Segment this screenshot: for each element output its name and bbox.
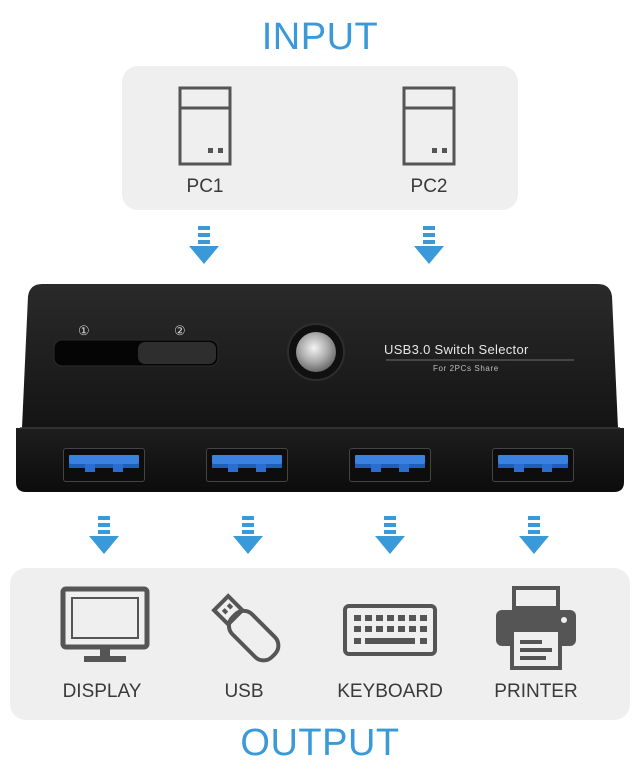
arrow-down-icon [375, 516, 405, 554]
pc-tower-icon [178, 86, 232, 166]
input-heading: INPUT [261, 16, 379, 58]
usb-port [349, 448, 431, 482]
usb-flash-drive-icon [211, 593, 281, 663]
selector-subtitle: For 2PCs Share [433, 364, 499, 373]
usb-port [492, 448, 574, 482]
output-label-keyboard: KEYBOARD [337, 681, 443, 702]
arrow-down-icon [519, 516, 549, 554]
output-heading: OUTPUT [240, 722, 400, 764]
arrow-down-icon [89, 516, 119, 554]
pc1-label: PC1 [186, 176, 224, 197]
input-panel [122, 66, 518, 210]
pc-tower-icon [402, 86, 456, 166]
monitor-icon [60, 586, 150, 662]
arrow-down-icon [414, 226, 444, 264]
usb-switch-device [16, 284, 624, 492]
usb-port [63, 448, 145, 482]
output-label-printer: PRINTER [494, 681, 578, 702]
printer-icon [496, 586, 576, 670]
arrow-down-icon [189, 226, 219, 264]
output-label-usb: USB [224, 681, 264, 702]
selector-title: USB3.0 Switch Selector [384, 342, 529, 357]
keyboard-icon [343, 604, 437, 656]
arrow-down-icon [233, 516, 263, 554]
output-label-display: DISPLAY [62, 681, 142, 702]
pc2-label: PC2 [410, 176, 448, 197]
switch-position-1-label: ① [78, 323, 90, 338]
switch-position-2-label: ② [174, 323, 186, 338]
usb-port [206, 448, 288, 482]
